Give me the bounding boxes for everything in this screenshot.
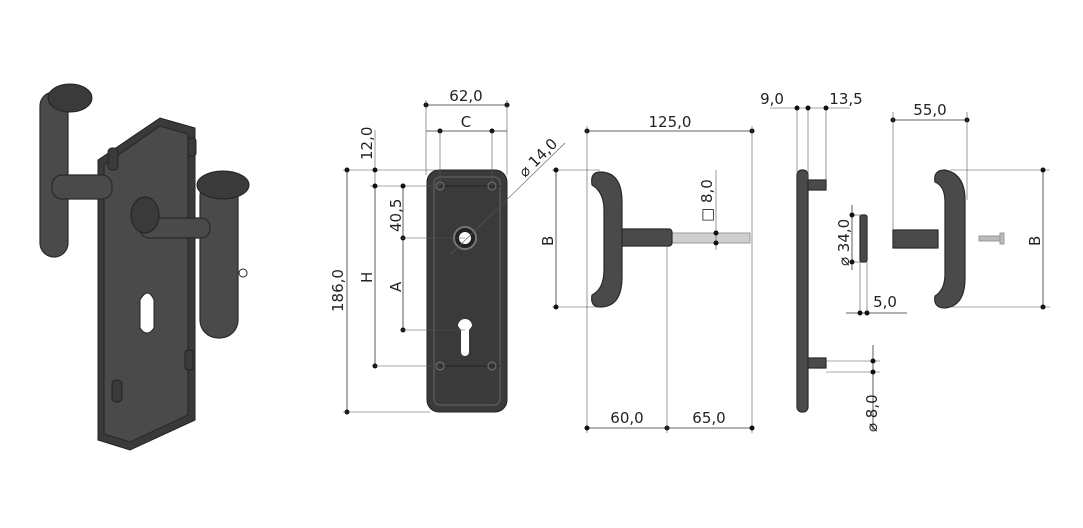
dim-a: A (387, 281, 405, 292)
dim-stud-diameter: ⌀ 8,0 (863, 394, 881, 432)
dim-stud-length: 13,5 (829, 90, 862, 108)
dim-h: H (358, 272, 376, 283)
dim-top-offset: 12,0 (358, 127, 376, 160)
dim-plate-width: 62,0 (449, 87, 482, 105)
dim-plate-thickness: 9,0 (760, 90, 784, 108)
handle-side-dimensions: B 125,0 60,0 65,0 □ 8,0 (539, 113, 755, 433)
dim-knob-b: B (1026, 236, 1044, 246)
dim-handle-length: 125,0 (649, 113, 692, 131)
front-plate-view (426, 169, 508, 413)
dim-spindle-hole: ⌀ 14,0 (515, 135, 561, 181)
handle-end-dimensions: 55,0 B (890, 101, 1050, 310)
dim-spindle-offset: 40,5 (387, 199, 405, 232)
dim-rosette-thickness: 5,0 (873, 293, 897, 311)
plate-side-view (796, 169, 868, 413)
dim-rosette-diameter: ⌀ 34,0 (835, 219, 853, 266)
dim-plate-height: 186,0 (329, 269, 347, 312)
handle-end-view (892, 169, 1005, 309)
dim-knob-depth: 55,0 (913, 101, 946, 119)
handle-side-view (591, 171, 751, 308)
plate-side-dimensions: 9,0 13,5 ⌀ 34,0 5,0 ⌀ 8,0 (760, 90, 907, 432)
dim-handle-part-1: 60,0 (610, 409, 643, 427)
isometric-handle-view (39, 83, 250, 451)
dim-handle-b: B (539, 236, 557, 246)
dim-handle-part-2: 65,0 (692, 409, 725, 427)
dim-c: C (461, 113, 471, 131)
dim-square-spindle: □ 8,0 (698, 179, 716, 222)
